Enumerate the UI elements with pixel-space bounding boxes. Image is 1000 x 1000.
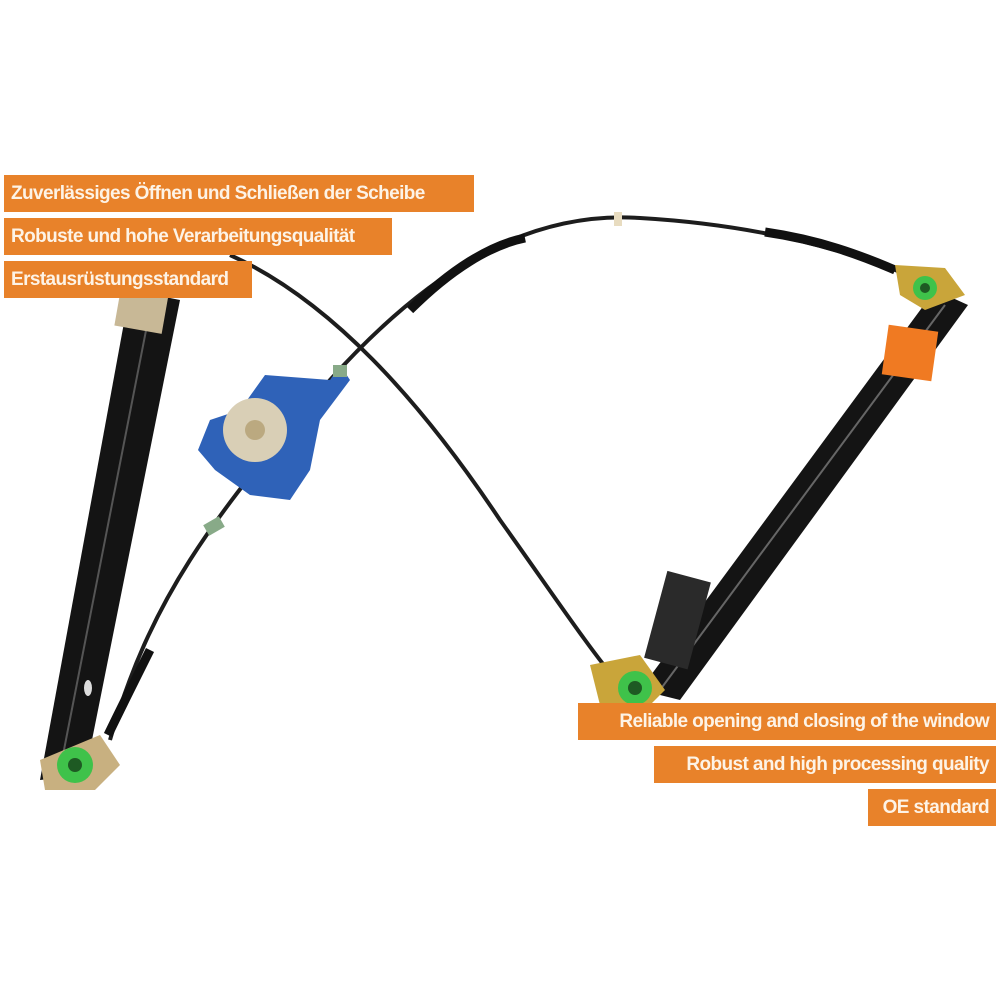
feature-text: Erstausrüstungsstandard	[11, 269, 229, 290]
feature-label-de-1: Zuverlässiges Öffnen und Schließen der S…	[4, 175, 474, 212]
feature-label-en-2: Robust and high processing quality	[654, 746, 996, 783]
feature-label-de-3: Erstausrüstungsstandard	[4, 261, 252, 298]
feature-text: OE standard	[882, 797, 990, 818]
feature-label-de-2: Robuste und hohe Verarbeitungsqualität	[4, 218, 392, 255]
cable-cross	[229, 253, 622, 687]
cable-clip	[614, 212, 622, 226]
feature-text: Zuverlässiges Öffnen und Schließen der S…	[11, 183, 425, 204]
feature-text: Robuste und hohe Verarbeitungsqualität	[11, 226, 355, 247]
cable-sheath-3	[103, 647, 155, 737]
left-rail	[40, 290, 180, 780]
keyhole	[84, 680, 92, 696]
right-lower-slider	[644, 570, 711, 670]
cable-sheath-2	[764, 227, 897, 275]
feature-text: Reliable opening and closing of the wind…	[619, 711, 989, 732]
orange-clip	[881, 324, 939, 382]
feature-label-en-1: Reliable opening and closing of the wind…	[578, 703, 996, 740]
cable-sheath-1	[406, 233, 526, 314]
feature-text: Robust and high processing quality	[686, 754, 989, 775]
feature-label-en-3: OE standard	[868, 789, 996, 826]
